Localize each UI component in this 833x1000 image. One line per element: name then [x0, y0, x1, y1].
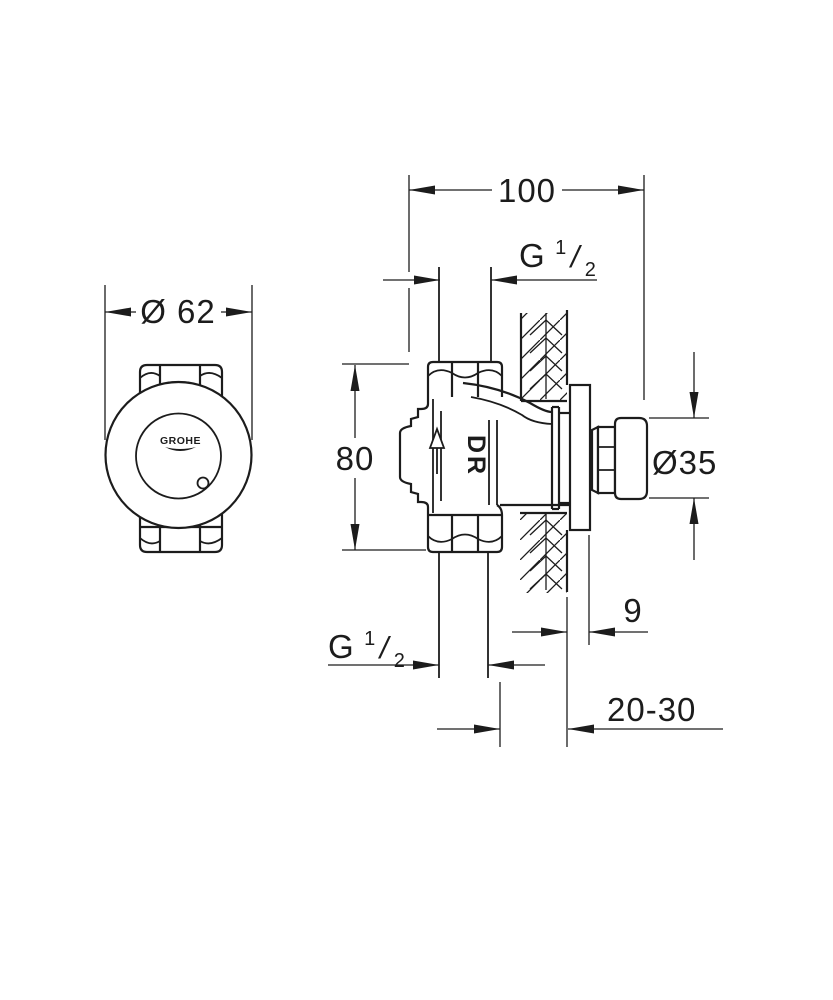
dimension-rosette-thickness: 9 — [512, 535, 648, 747]
body-left-profile — [398, 397, 430, 515]
outlet-funnel-inner — [470, 396, 553, 425]
hex-nut-bottom — [426, 513, 504, 554]
dim-thread-top-label: G 1 / 2 — [519, 237, 596, 281]
dim-total-depth-label: 100 — [498, 172, 556, 209]
wall-section-lower — [520, 511, 569, 593]
sleeve-flange — [550, 405, 570, 511]
front-inner-ring — [135, 412, 222, 500]
dimension-thread-top: G 1 / 2 — [383, 237, 597, 285]
dimension-body-height: 80 — [336, 363, 426, 551]
dim-front-diameter-label: Ø 62 — [140, 293, 216, 330]
dimension-total-depth: 100 — [408, 172, 645, 400]
dimension-wall-depth-range: 20-30 — [437, 682, 723, 747]
dim-wall-depth-range-label: 20-30 — [607, 691, 696, 728]
push-button-cap — [613, 416, 649, 501]
push-button — [590, 416, 649, 501]
dimension-front-diameter: Ø 62 — [104, 285, 253, 440]
body-marking-dr: DR — [462, 435, 490, 477]
dimension-button-diameter: Ø35 — [649, 352, 717, 560]
grohe-logo: GROHE — [160, 435, 201, 451]
hex-nut-top — [426, 360, 504, 397]
valve-body: DR — [398, 267, 570, 678]
front-view: GROHE Ø 62 — [104, 285, 253, 554]
front-pilot-dot — [196, 476, 210, 490]
wall-plate — [568, 383, 592, 532]
outlet-funnel-outer — [462, 381, 553, 414]
front-hex-nut-bottom — [138, 500, 224, 554]
dimension-thread-bottom: G 1 / 2 — [328, 628, 545, 672]
dim-body-height-label: 80 — [336, 440, 375, 477]
dim-rosette-thickness-label: 9 — [623, 592, 642, 629]
grohe-logo-text: GROHE — [160, 435, 201, 447]
grohe-logo-swoosh — [165, 447, 196, 451]
dim-thread-bottom-label: G 1 / 2 — [328, 628, 405, 672]
wall-section-upper — [519, 310, 569, 403]
side-view: DR 100 — [328, 172, 723, 747]
dim-button-diameter-label: Ø35 — [652, 444, 717, 481]
flow-direction-arrow — [428, 426, 446, 474]
